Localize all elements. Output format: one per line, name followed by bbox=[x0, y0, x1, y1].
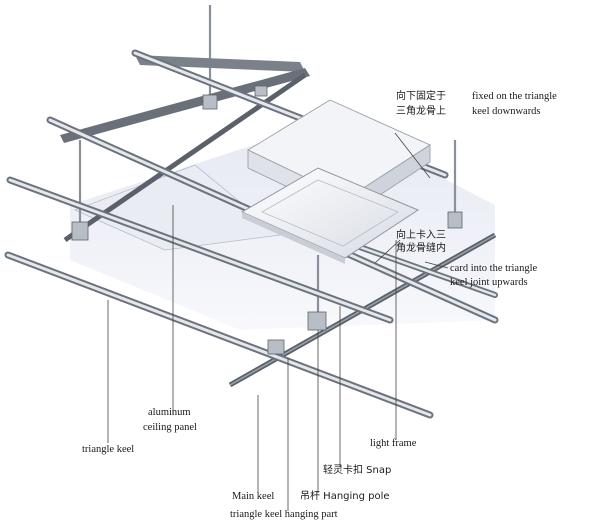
label-card-en-1: card into the triangle bbox=[450, 263, 538, 274]
label-aluminum-2: ceiling panel bbox=[143, 422, 197, 433]
label-fixed-en-2: keel downwards bbox=[472, 106, 541, 117]
label-card-en-2: keel joint upwards bbox=[450, 277, 528, 288]
light-frame bbox=[240, 167, 420, 264]
leader-lines bbox=[107, 132, 449, 511]
label-card-cn-2: 角龙骨缝内 bbox=[396, 241, 446, 254]
label-card-cn-1: 向上卡入三 bbox=[396, 228, 446, 241]
label-hanging-pole: 吊杆 Hanging pole bbox=[300, 490, 390, 502]
label-triangle-keel: triangle keel bbox=[82, 444, 134, 455]
label-light-frame: light frame bbox=[370, 438, 417, 449]
label-main-keel: Main keel bbox=[232, 491, 274, 502]
label-fixed-cn-1: 向下固定于 bbox=[396, 89, 446, 102]
label-fixed-en-1: fixed on the triangle bbox=[472, 91, 557, 102]
label-fixed-cn-2: 三角龙骨上 bbox=[396, 104, 446, 117]
label-snap: 轻灵卡扣 Snap bbox=[323, 463, 391, 476]
hanging-parts bbox=[71, 85, 463, 355]
label-aluminum-1: aluminum bbox=[148, 407, 191, 418]
label-hanging-part: triangle keel hanging part bbox=[230, 509, 338, 520]
